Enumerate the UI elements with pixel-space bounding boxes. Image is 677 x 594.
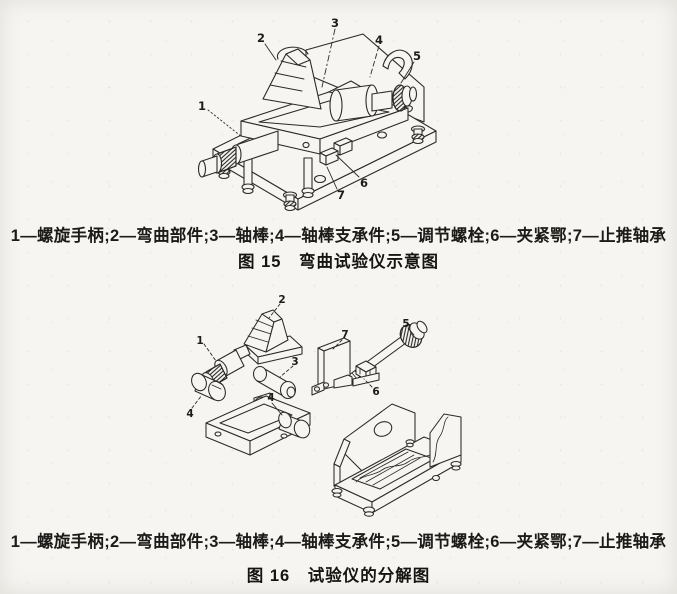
fig16-label-4a: 4 xyxy=(186,408,193,420)
fig16-label-5: 5 xyxy=(402,318,409,330)
fig16-support-frame xyxy=(205,392,311,456)
fig16-thrust-bearing-plate xyxy=(311,337,353,396)
fig16-base-frame xyxy=(331,403,462,517)
fig15-clamp-parts xyxy=(319,137,353,166)
fig15-label-2: 2 xyxy=(257,31,265,45)
figure16-diagram: 1 2 3 4 4 5 6 7 xyxy=(186,294,462,517)
fig16-label-2: 2 xyxy=(278,294,285,306)
fig15-leader-lines xyxy=(207,28,415,190)
fig15-label-3: 3 xyxy=(331,16,339,30)
fig15-label-4: 4 xyxy=(375,33,383,47)
fig16-leader-lines xyxy=(191,303,415,416)
fig15-label-6: 6 xyxy=(360,176,368,190)
fig16-label-4b: 4 xyxy=(267,392,274,404)
figure15-diagram: 1 2 3 4 5 6 7 xyxy=(197,16,437,212)
figure15-legend: 1—螺旋手柄;2—弯曲部件;3—轴棒;4—轴棒支承件;5—调节螺栓;6—夹紧鄂;… xyxy=(10,227,667,245)
fig15-screw-handle xyxy=(197,130,279,178)
fig16-axle-rod xyxy=(252,365,297,400)
fig15-axle-assembly xyxy=(329,84,418,122)
fig16-label-1: 1 xyxy=(196,335,203,347)
fig16-roller-support xyxy=(191,372,226,402)
fig16-label-7: 7 xyxy=(341,329,348,341)
fig15-bending-part xyxy=(262,46,322,110)
fig16-label-6: 6 xyxy=(372,386,379,398)
figure15-caption: 图 15 弯曲试验仪示意图 xyxy=(238,253,439,271)
figure16-legend: 1—螺旋手柄;2—弯曲部件;3—轴棒;4—轴棒支承件;5—调节螺栓;6—夹紧鄂;… xyxy=(10,533,667,551)
fig15-label-7: 7 xyxy=(337,188,345,202)
fig15-label-1: 1 xyxy=(198,99,206,113)
fig16-clamp-jaw xyxy=(352,360,380,387)
fig15-label-5: 5 xyxy=(413,49,421,63)
fig16-label-3: 3 xyxy=(291,356,298,368)
figure16-caption: 图 16 试验仪的分解图 xyxy=(246,567,431,585)
fig15-hook-bracket xyxy=(382,49,413,80)
